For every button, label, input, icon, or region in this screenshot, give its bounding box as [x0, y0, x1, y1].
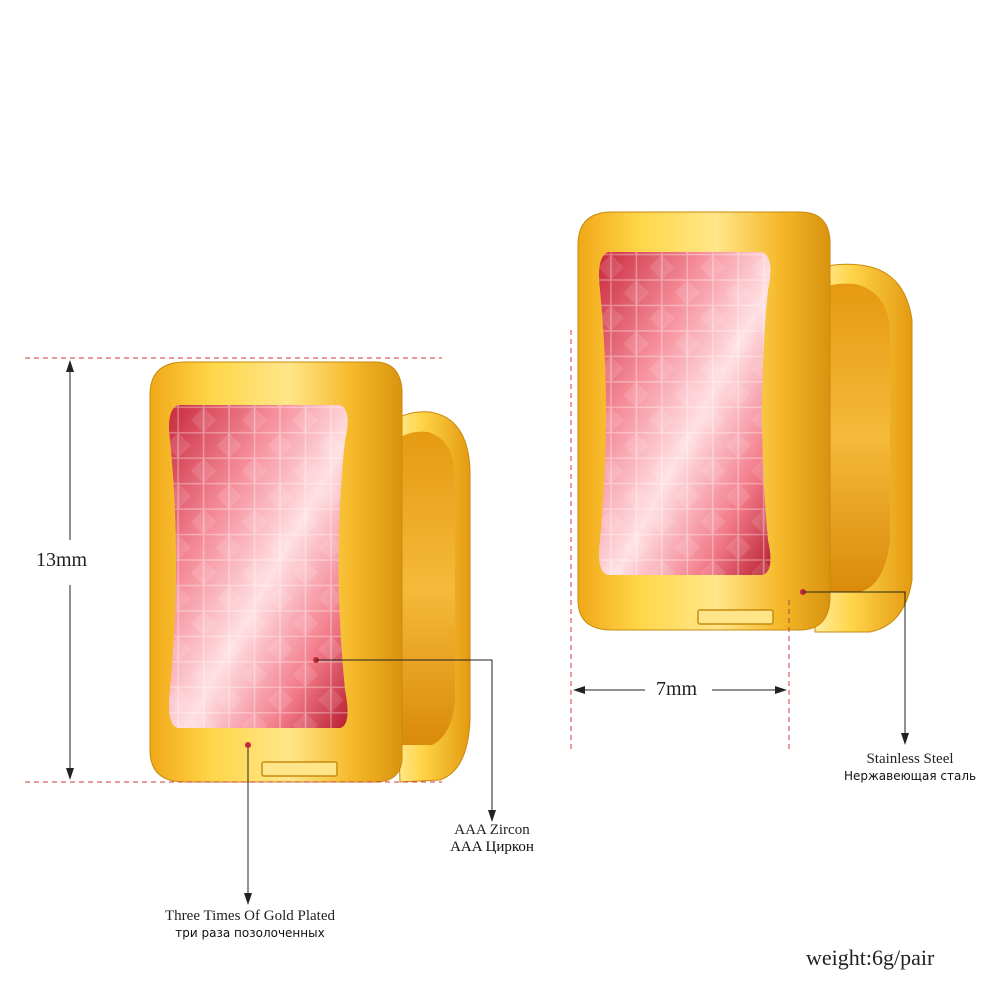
weight-label: weight:6g/pair: [806, 945, 935, 970]
width-dimension: [570, 330, 790, 750]
steel-label-en: Stainless Steel: [866, 751, 954, 767]
steel-callout: Stainless Steel Нержавеющая сталь: [830, 751, 990, 783]
zircon-callout: AAA Zircon AAA Циркон: [432, 822, 552, 856]
right-earring: [577, 211, 913, 633]
steel-label-ru: Нержавеющая сталь: [843, 769, 977, 783]
zircon-callout-line: [313, 657, 496, 822]
width-measure-label: 7mm: [654, 678, 700, 701]
left-earring: [149, 361, 471, 783]
zircon-label-en: AAA Zircon: [454, 822, 530, 838]
steel-callout-line: [800, 589, 909, 745]
zircon-label-ru: AAA Циркон: [450, 839, 534, 855]
height-dimension: [25, 357, 442, 783]
gold-label-ru: три раза позолоченных: [175, 926, 325, 940]
gold-callout-line: [244, 742, 252, 905]
gold-label-en: Three Times Of Gold Plated: [165, 908, 335, 924]
height-measure-label: 13mm: [36, 549, 88, 571]
gold-callout: Three Times Of Gold Plated три раза позо…: [130, 908, 370, 940]
